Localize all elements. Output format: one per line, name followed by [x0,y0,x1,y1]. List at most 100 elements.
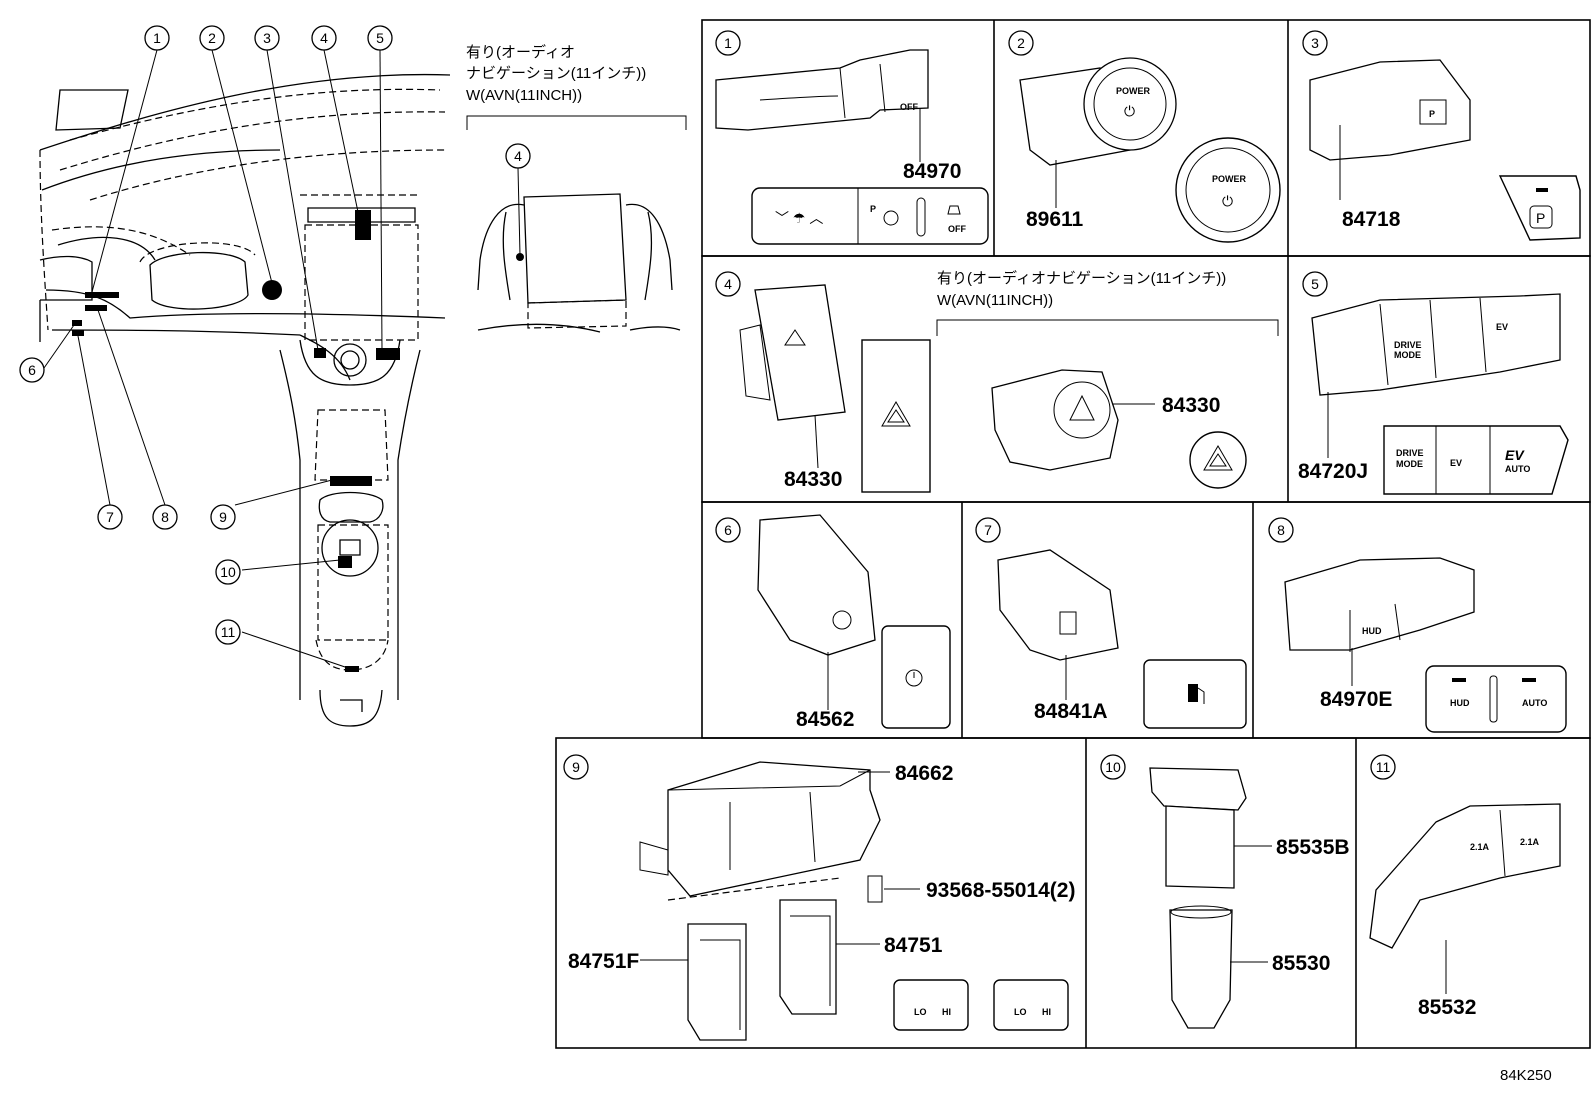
svg-text:HUD: HUD [1450,698,1470,708]
hazard-face-round [1189,431,1247,489]
svg-text:DRIVE: DRIVE [1396,448,1424,458]
svg-text:MODE: MODE [1394,350,1421,360]
svg-text:4: 4 [724,276,732,292]
svg-text:1: 1 [153,30,161,46]
svg-text:DRIVE: DRIVE [1394,340,1422,350]
panel-6: 6 84562 [715,514,951,731]
svg-text:93568-55014(2): 93568-55014(2) [926,879,1075,902]
callout-4[interactable]: 4 [311,25,337,51]
switch-face-1: ﹀ ☂ ︿ P OFF [751,187,989,245]
svg-text:84841A: 84841A [1034,700,1108,723]
svg-text:4: 4 [514,148,522,164]
svg-text:3: 3 [263,30,271,46]
svg-text:4: 4 [320,30,328,46]
svg-text:EV: EV [1496,322,1508,332]
svg-text:6: 6 [724,522,732,538]
svg-text:85530: 85530 [1272,952,1330,975]
svg-text:84330: 84330 [784,468,842,491]
svg-text:84330: 84330 [1162,394,1220,417]
svg-text:10: 10 [1105,759,1121,775]
panel-4: 4 84330 有り(オーディオナビゲーション(11インチ)) W(AVN(11… [715,269,1279,493]
seat-heater-face-1: LO HI [893,979,969,1031]
svg-text:LO: LO [1014,1007,1027,1017]
svg-text:1: 1 [724,35,732,51]
dashboard-overview [39,49,451,727]
callout-9[interactable]: 9 [210,504,236,530]
svg-text:OFF: OFF [948,224,966,234]
svg-text:7: 7 [984,522,992,538]
svg-text:9: 9 [219,509,227,525]
svg-text:POWER: POWER [1212,174,1247,184]
svg-text:EV: EV [1505,447,1525,463]
diagram-code: 84K250 [1500,1067,1552,1084]
svg-text:84751: 84751 [884,934,943,957]
svg-text:84751F: 84751F [568,950,639,973]
callout-3[interactable]: 3 [254,25,280,51]
parking-button-face: P [1498,175,1581,241]
svg-text:2: 2 [208,30,216,46]
svg-text:AUTO: AUTO [1505,464,1530,474]
svg-text:7: 7 [106,509,114,525]
svg-text:HI: HI [1042,1007,1051,1017]
seat-heater-face-2: LO HI [993,979,1069,1031]
hud-switch-face: HUD AUTO [1425,665,1567,733]
svg-text:10: 10 [220,564,236,580]
callout-10[interactable]: 10 [215,559,241,585]
svg-text:8: 8 [161,509,169,525]
svg-text:9: 9 [572,759,580,775]
svg-text:P: P [870,204,876,214]
clock-switch-face [881,625,951,729]
svg-text:⏻: ⏻ [1222,193,1233,209]
panel-11: 11 2.1A 2.1A 85532 [1369,754,1561,1019]
callout-11[interactable]: 11 [215,619,241,645]
svg-text:84662: 84662 [895,762,953,785]
svg-text:P: P [1429,109,1435,119]
panel-5: 5 DRIVE MODE EV 84720J DRIVE MODE EV EV … [1298,271,1569,495]
panel-grid [555,19,1591,1049]
svg-text:8: 8 [1277,522,1285,538]
callout-5[interactable]: 5 [367,25,393,51]
callout-8[interactable]: 8 [152,504,178,530]
svg-text:2.1A: 2.1A [1470,842,1490,852]
svg-text:W(AVN(11INCH)): W(AVN(11INCH)) [937,292,1053,309]
callout-1[interactable]: 1 [144,25,170,51]
panel-10: 10 85535B 85530 [1100,754,1350,1029]
panel-9: 9 84662 93568-55014(2) 84751F 84751 LO H… [563,754,1075,1041]
svg-text:11: 11 [221,624,236,640]
svg-text:POWER: POWER [1116,86,1151,96]
svg-text:ナビゲーション(11インチ)): ナビゲーション(11インチ)) [466,65,646,82]
svg-text:P: P [1536,210,1545,226]
svg-text:11: 11 [1376,759,1391,775]
callout-7[interactable]: 7 [97,504,123,530]
panel-3: 3 P 84718 P [1302,30,1581,241]
svg-text:89611: 89611 [1026,208,1084,231]
svg-text:84718: 84718 [1342,208,1401,231]
svg-text:﹀ ☂ ︿: ﹀ ☂ ︿ [775,210,823,226]
svg-text:84970: 84970 [903,160,961,183]
svg-text:HUD: HUD [1362,626,1382,636]
svg-text:有り(オーディオナビゲーション(11インチ)): 有り(オーディオナビゲーション(11インチ)) [937,269,1226,287]
hazard-face-small [861,339,931,493]
svg-text:84970E: 84970E [1320,688,1392,711]
svg-text:6: 6 [28,362,36,378]
svg-text:AUTO: AUTO [1522,698,1547,708]
overview-callouts: 1 2 3 4 5 6 7 8 9 10 11 [19,25,393,645]
svg-text:EV: EV [1450,458,1462,468]
panel-7: 7 84841A [975,517,1247,729]
fuel-door-switch-face [1143,659,1247,729]
svg-text:84720J: 84720J [1298,460,1368,483]
svg-text:LO: LO [914,1007,927,1017]
svg-text:HI: HI [942,1007,951,1017]
svg-text:⏻: ⏻ [1124,103,1135,119]
svg-text:MODE: MODE [1396,459,1423,469]
svg-text:有り(オーディオ: 有り(オーディオ [466,43,575,61]
power-button-face: POWER ⏻ [1175,137,1281,243]
callout-2[interactable]: 2 [199,25,225,51]
panel-2: 2 POWER ⏻ 89611 POWER ⏻ [1008,30,1281,243]
callout-6[interactable]: 6 [19,357,45,383]
panel-1: 1 OFF 84970 ﹀ ☂ ︿ P OFF [715,30,989,245]
variant-inset: 有り(オーディオ ナビゲーション(11インチ)) W(AVN(11INCH)) … [466,43,687,333]
svg-text:85532: 85532 [1418,996,1476,1019]
svg-text:W(AVN(11INCH)): W(AVN(11INCH)) [466,87,582,104]
